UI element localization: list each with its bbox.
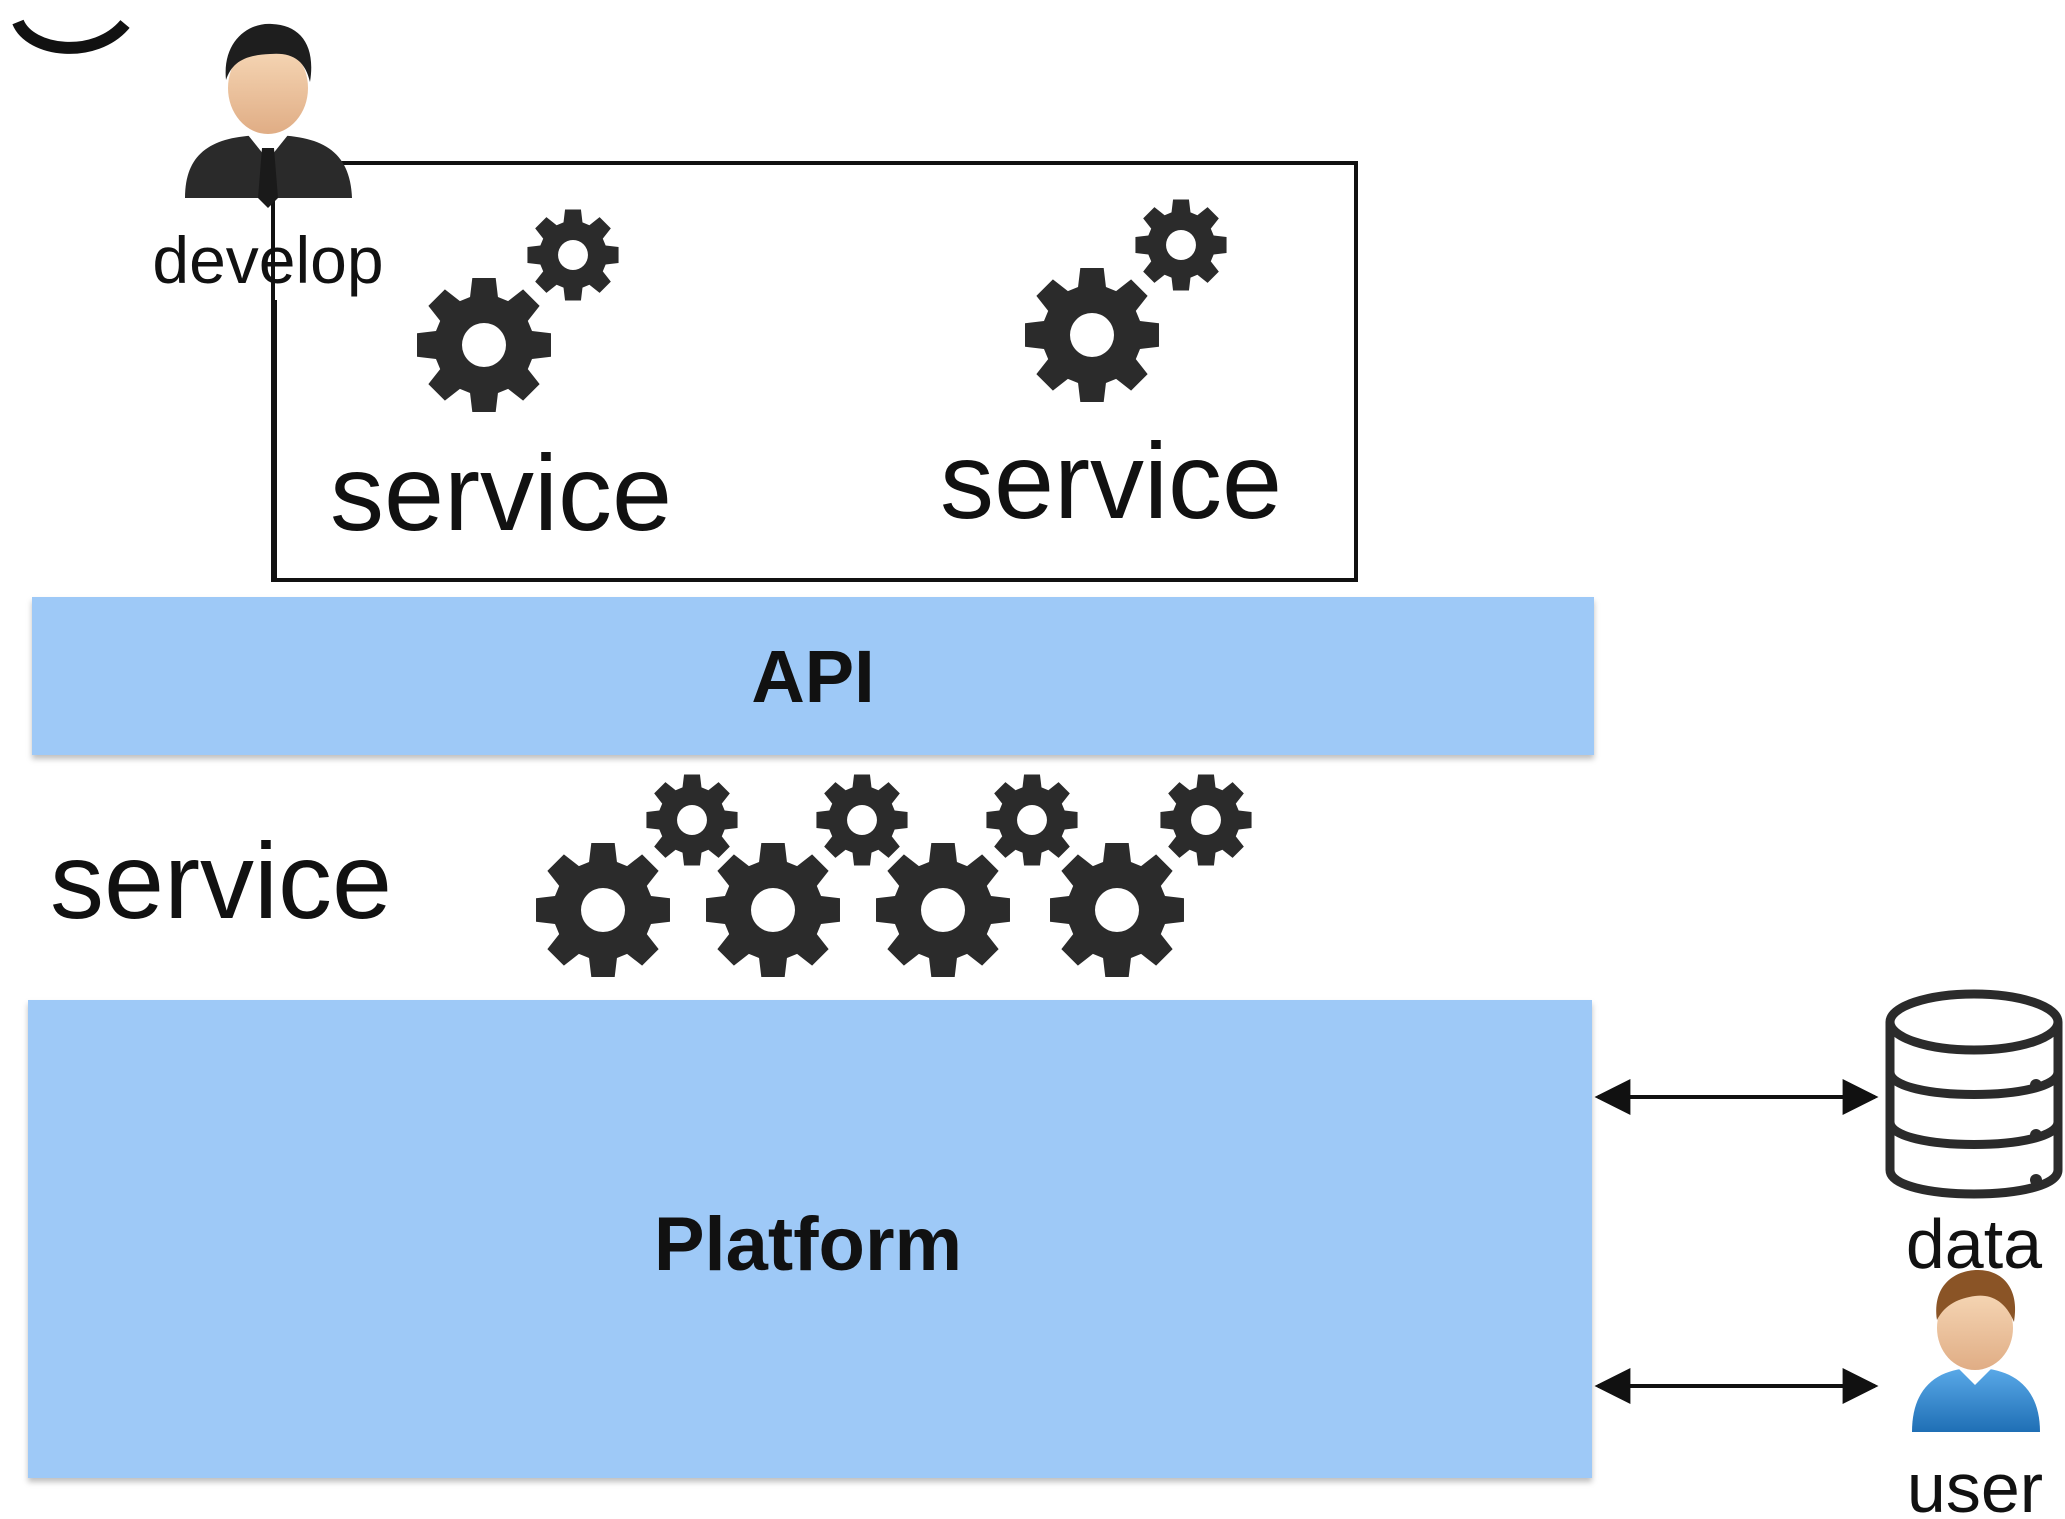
cropped-ring-shape: [12, 19, 130, 54]
gear-icon: [706, 843, 840, 977]
gears-icon: [1025, 199, 1227, 402]
gear-icon: [816, 774, 908, 866]
service-label-right: service: [940, 420, 1282, 541]
developer-services-box: service service: [271, 161, 1358, 582]
user-icon: [1912, 1270, 2040, 1432]
gear-icon: [1025, 268, 1159, 402]
user-label: user: [1907, 1449, 2043, 1519]
businessman-icon: [185, 23, 352, 208]
gears-icon: [417, 209, 619, 412]
gear-icon: [1050, 843, 1184, 977]
platform-label: Platform: [654, 1202, 962, 1287]
api-label: API: [751, 635, 874, 718]
api-layer: API: [32, 597, 1594, 755]
platform-box: Platform: [28, 1000, 1592, 1478]
platform-gears-icon: [536, 774, 1252, 977]
gear-icon: [536, 843, 670, 977]
gear-icon: [876, 843, 1010, 977]
service-label-left: service: [330, 432, 672, 553]
gear-icon: [986, 774, 1078, 866]
gear-icon: [646, 774, 738, 866]
gear-icon: [1135, 199, 1227, 291]
gear-icon: [417, 278, 551, 412]
database-icon: [1885, 989, 2063, 1199]
developer-label: develop: [152, 223, 383, 297]
platform-service-label: service: [50, 820, 392, 941]
gear-icon: [1160, 774, 1252, 866]
gear-icon: [527, 209, 619, 301]
data-label: data: [1906, 1205, 2042, 1283]
